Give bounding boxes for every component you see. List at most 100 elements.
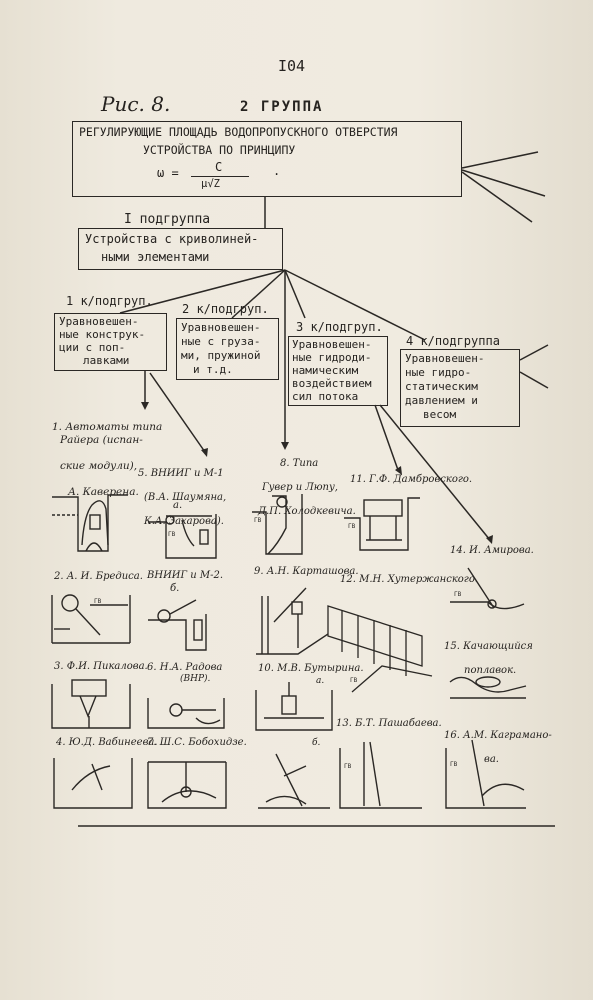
subsub4-line1: Уравновешен-: [405, 352, 485, 365]
caption-6: 6. Н.А. Радова: [147, 662, 223, 673]
level-mark-11: ГВ: [348, 523, 356, 530]
formula-numerator: C: [215, 160, 223, 174]
caption-1-l1: 1. Автоматы типа: [52, 421, 163, 433]
subsubgroup-box-2: Уравновешен- ные с груза- ми, пружиной и…: [176, 318, 279, 380]
page-number: I04: [278, 57, 306, 75]
device-sketch-10b: [258, 753, 330, 809]
subsub1-line4: лавками: [83, 354, 130, 367]
device-sketch-13: ГВ: [339, 741, 422, 809]
caption-16-l2: ва.: [484, 754, 499, 765]
level-mark-2: ГВ: [94, 598, 102, 605]
caption-11: 11. Г.Ф. Дамбровского.: [350, 474, 473, 485]
caption-16-l1: 16. А.М. Каграмано-: [444, 730, 552, 741]
device-sketch-2b: [148, 599, 207, 651]
caption-1-l2: Райера (испан-: [60, 434, 143, 446]
caption-10: 10. М.В. Бутырина.: [258, 663, 364, 674]
formula-bar: [191, 176, 249, 177]
caption-9: 9. А.Н. Карташова.: [254, 566, 359, 577]
caption-14: 14. И. Амирова.: [450, 545, 534, 556]
main-principle-box: РЕГУЛИРУЮЩИЕ ПЛОЩАДЬ ВОДОПРОПУСКНОГО ОТВ…: [72, 121, 462, 197]
device-sketch-16: ГВ: [445, 739, 526, 809]
subsubgroup-box-3: Уравновешен- ные гидроди- намическим воз…: [288, 336, 388, 406]
subgroup-box: Устройства с криволиней- ными элементами: [78, 228, 283, 270]
device-sketch-14: ГВ: [450, 567, 525, 610]
caption-10b: б.: [312, 738, 321, 748]
subsub2-line1: Уравновешен-: [181, 321, 261, 334]
device-sketch-8: ГВ: [252, 494, 303, 555]
caption-3: 3. Ф.И. Пикалова.: [54, 661, 148, 672]
device-sketch-11: ГВ: [344, 497, 420, 551]
caption-8: 8. Типа Гувер и Люпу, Д.П. Холодкевича.: [258, 446, 356, 530]
level-mark-5: ГВ: [168, 531, 176, 538]
subsub3-line1: Уравновешен-: [292, 338, 372, 351]
subsub4-line3: статическим: [405, 380, 478, 393]
subsub4-line2: ные гидро-: [405, 366, 472, 379]
caption-1-l3: ские модули),: [60, 460, 138, 472]
subgroup-label: I подгруппа: [124, 212, 211, 227]
caption-15: 15. Качающийся поплавок.: [444, 629, 533, 689]
main-box-line2: УСТРОЙСТВА ПО ПРИНЦИПУ: [143, 143, 296, 157]
level-mark-16: ГВ: [450, 761, 458, 768]
level-mark-8: ГВ: [254, 517, 262, 524]
caption-16: 16. А.М. Каграмано- ва.: [444, 718, 552, 778]
subsub2-line2: ные с груза-: [181, 335, 261, 348]
caption-7: 7. Ш.С. Бобохидзе.: [147, 737, 247, 748]
subsub4-line5: весом: [423, 408, 457, 421]
subsub2-line3: ми, пружиной: [181, 349, 261, 362]
device-sketch-5: ГВ: [148, 514, 217, 559]
formula-denominator: μ√Z: [201, 178, 220, 190]
caption-15-l1: 15. Качающийся: [444, 641, 533, 652]
subsub1-line2: ные конструк-: [59, 328, 146, 341]
caption-2b-sub: б.: [170, 583, 180, 594]
formula-lhs: ω =: [157, 166, 179, 180]
device-sketch-7: [147, 761, 227, 809]
subsub1-line3: ции с поп-: [59, 341, 126, 354]
caption-13: 13. Б.Т. Пашабаева.: [336, 718, 442, 729]
subsubgroup-label-1: 1 к/подгруп.: [66, 294, 153, 308]
device-sketch-10a: [255, 682, 333, 731]
caption-8-l2: Гувер и Люпу,: [262, 482, 338, 493]
level-mark-13: ГВ: [344, 763, 352, 770]
device-sketch-3: [51, 679, 131, 729]
caption-4: 4. Ю.Д. Вабинеева.: [56, 737, 158, 748]
group-title: 2 ГРУППА: [240, 99, 324, 115]
subsubgroup-box-1: Уравновешен- ные конструк- ции с поп- ла…: [54, 313, 167, 371]
main-box-line1: РЕГУЛИРУЮЩИЕ ПЛОЩАДЬ ВОДОПРОПУСКНОГО ОТВ…: [79, 125, 398, 139]
caption-8-l3: Д.П. Холодкевича.: [258, 506, 356, 517]
device-sketch-2: ГВ: [51, 594, 131, 644]
subgroup-line1: Устройства с криволиней-: [85, 232, 259, 246]
subsub1-line1: Уравновешен-: [59, 315, 139, 328]
caption-5-l1: 5. ВНИИГ и М-1: [138, 468, 224, 479]
subsubgroup-box-4: Уравновешен- ные гидро- статическим давл…: [400, 349, 520, 427]
caption-6-sub: (ВНР).: [180, 674, 211, 684]
caption-2: 2. А. И. Бредиса.: [54, 571, 143, 582]
subsubgroup-label-4: 4 к/подгруппа: [406, 334, 500, 348]
device-sketch-9: [256, 587, 329, 655]
device-sketch-1: [52, 494, 128, 552]
caption-10a: а.: [316, 676, 325, 686]
figure-label: Рис. 8.: [101, 92, 171, 116]
caption-15-l2: поплавок.: [464, 665, 517, 676]
level-mark-14: ГВ: [454, 591, 462, 598]
subsub3-line5: сил потока: [292, 390, 359, 403]
formula-end: .: [273, 164, 281, 178]
subsub3-line2: ные гидроди-: [292, 351, 372, 364]
subsub4-line4: давлением и: [405, 394, 478, 407]
device-sketch-4: [53, 758, 133, 809]
caption-5-l2: (В.А. Шаумяна,: [144, 492, 227, 503]
subsub2-line4: и т.д.: [193, 363, 233, 376]
subgroup-line2: ными элементами: [101, 250, 210, 264]
caption-5a: а.: [173, 500, 183, 511]
device-sketch-6: [147, 698, 225, 729]
caption-12: 12. М.Н. Хутержанского.: [340, 574, 479, 585]
subsubgroup-label-3: 3 к/подгруп.: [296, 320, 383, 334]
caption-2b: ВНИИГ и М-2.: [147, 570, 224, 581]
level-mark-12: ГВ: [350, 677, 358, 684]
caption-8-l1: 8. Типа: [280, 458, 319, 469]
device-sketch-12: ГВ: [327, 605, 433, 693]
subsubgroup-label-2: 2 к/подгруп.: [182, 302, 269, 316]
subsub3-line3: намическим: [292, 364, 359, 377]
device-sketch-15: [449, 676, 527, 699]
